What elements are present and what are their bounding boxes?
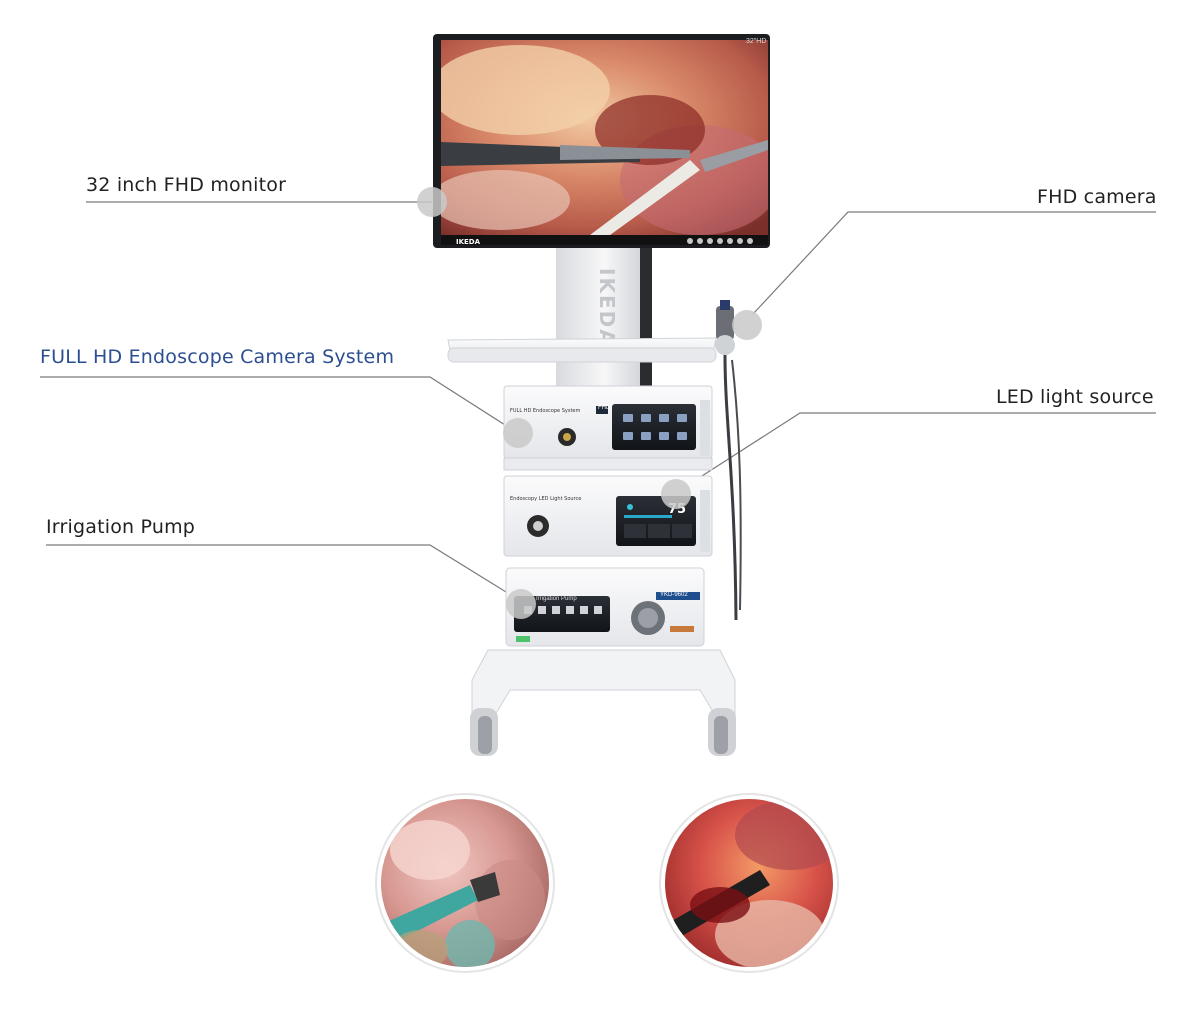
svg-text:Endoscopy LED Light Source: Endoscopy LED Light Source [510, 496, 581, 502]
camera-system-label: FULL HD Endoscope Camera System [40, 346, 395, 368]
svg-text:IKEDA: IKEDA [595, 268, 619, 347]
fhd-camera-head [716, 306, 734, 340]
pump-label: Irrigation Pump [46, 516, 196, 538]
camera-unit-badge: FHD [598, 405, 611, 411]
pump-model: YKD-9602 [660, 592, 688, 598]
monitor-label: 32 inch FHD monitor [86, 174, 287, 196]
camera-touch-panel [612, 404, 696, 450]
callout-markers [417, 187, 762, 619]
callout-lines [40, 201, 1156, 601]
light-source-label: LED light source [996, 386, 1154, 408]
monitor-screen [441, 40, 768, 235]
monitor-brand: IKEDA [456, 238, 481, 246]
cart-base [471, 649, 736, 716]
svg-text:FULL HD Endoscope System: FULL HD Endoscope System [510, 408, 580, 414]
camera-label: FHD camera [1037, 186, 1157, 208]
monitor-badge: 32"HD [746, 38, 767, 45]
cart-pole [556, 246, 652, 396]
pump-touch-panel [514, 596, 610, 632]
pump-name: Irrigation Pump [536, 596, 577, 602]
